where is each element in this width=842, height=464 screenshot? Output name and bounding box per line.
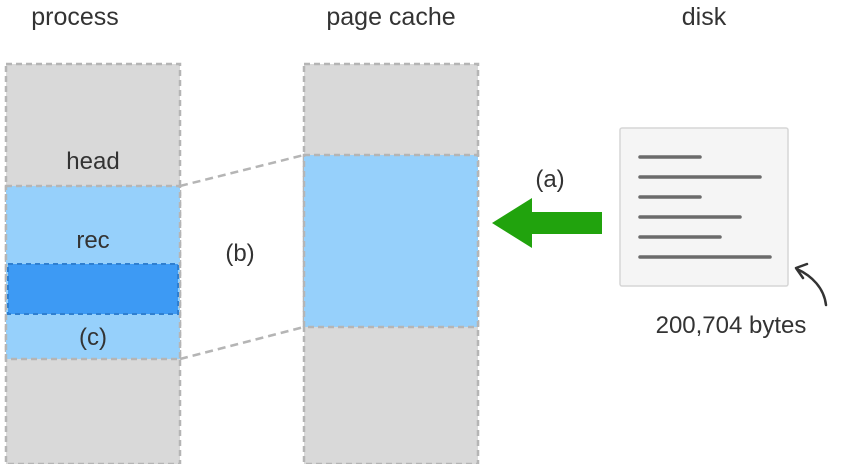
- head-label: head: [66, 148, 120, 175]
- step-c-label: (c): [79, 324, 107, 351]
- size-pointer-head: [794, 262, 809, 280]
- rec-label: rec: [76, 227, 110, 254]
- process-column-title: process: [31, 3, 119, 31]
- size-pointer-arrow: [794, 262, 828, 307]
- process-column: [4, 62, 182, 464]
- cached-page-region: [302, 153, 480, 329]
- read-arrow: [492, 198, 602, 248]
- step-b-label: (b): [225, 240, 255, 267]
- file-size-label: 200,704 bytes: [655, 312, 807, 339]
- page-cache-column: [302, 62, 480, 464]
- mapping-line-top: [179, 153, 305, 188]
- disk-column-title: disk: [681, 3, 727, 31]
- size-pointer-curve: [795, 267, 828, 307]
- page-cache-column-title: page cache: [326, 3, 456, 31]
- selected-record-block: [7, 263, 179, 315]
- document-page: [619, 127, 789, 287]
- disk-document-icon: [619, 127, 789, 287]
- step-a-label: (a): [535, 166, 565, 193]
- mapping-line-bottom: [179, 325, 305, 361]
